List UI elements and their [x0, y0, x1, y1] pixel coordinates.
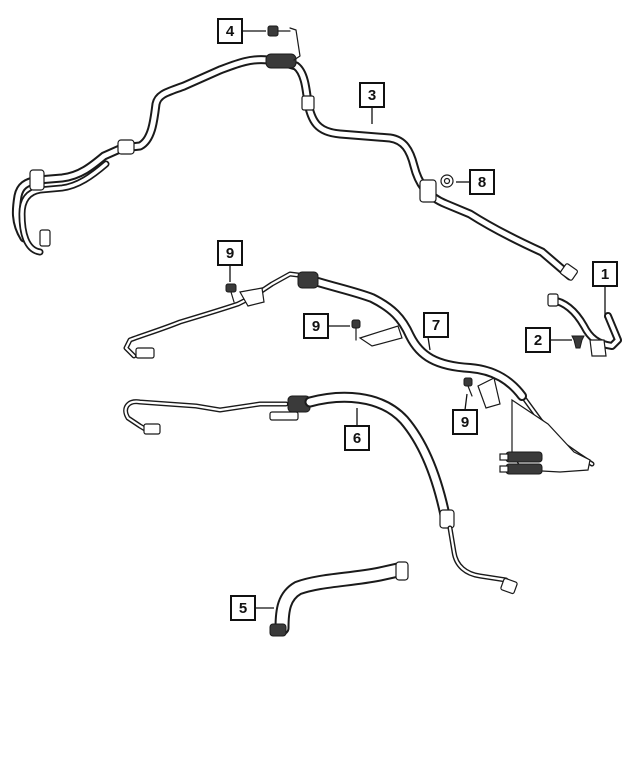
part-6-hose — [123, 391, 518, 595]
part-1-hose — [547, 293, 622, 350]
part-2-clip — [571, 335, 607, 357]
callout-5-label: 5 — [239, 600, 247, 617]
callout-5: 5 — [230, 595, 256, 621]
part-9-bolt-middle — [351, 319, 361, 341]
callout-7: 7 — [423, 312, 449, 338]
callout-2: 2 — [525, 327, 551, 353]
callout-8: 8 — [469, 169, 495, 195]
callout-1-label: 1 — [601, 266, 609, 283]
leader-lines — [229, 30, 606, 609]
part-9-bolt-lower — [463, 377, 473, 397]
part-3-cooler-line — [11, 27, 578, 281]
callout-9-middle-label: 9 — [312, 318, 320, 335]
callout-3-label: 3 — [368, 87, 376, 104]
part-8-nut — [440, 174, 454, 188]
callout-7-label: 7 — [432, 317, 440, 334]
part-4-bolt — [267, 25, 291, 37]
callout-1: 1 — [592, 261, 618, 287]
callout-6: 6 — [344, 425, 370, 451]
callout-2-label: 2 — [534, 332, 542, 349]
callout-9-upper: 9 — [217, 240, 243, 266]
part-7-pressure-line — [123, 271, 595, 475]
callout-6-label: 6 — [353, 430, 361, 447]
callout-9-lower-label: 9 — [461, 414, 469, 431]
callout-4: 4 — [217, 18, 243, 44]
callout-9-lower: 9 — [452, 409, 478, 435]
callout-9-middle: 9 — [303, 313, 329, 339]
part-9-bolt-upper — [225, 283, 237, 303]
callout-8-label: 8 — [478, 174, 486, 191]
callout-4-label: 4 — [226, 23, 235, 40]
callout-9-upper-label: 9 — [226, 245, 234, 262]
part-5-return-hose — [269, 561, 409, 637]
callout-3: 3 — [359, 82, 385, 108]
